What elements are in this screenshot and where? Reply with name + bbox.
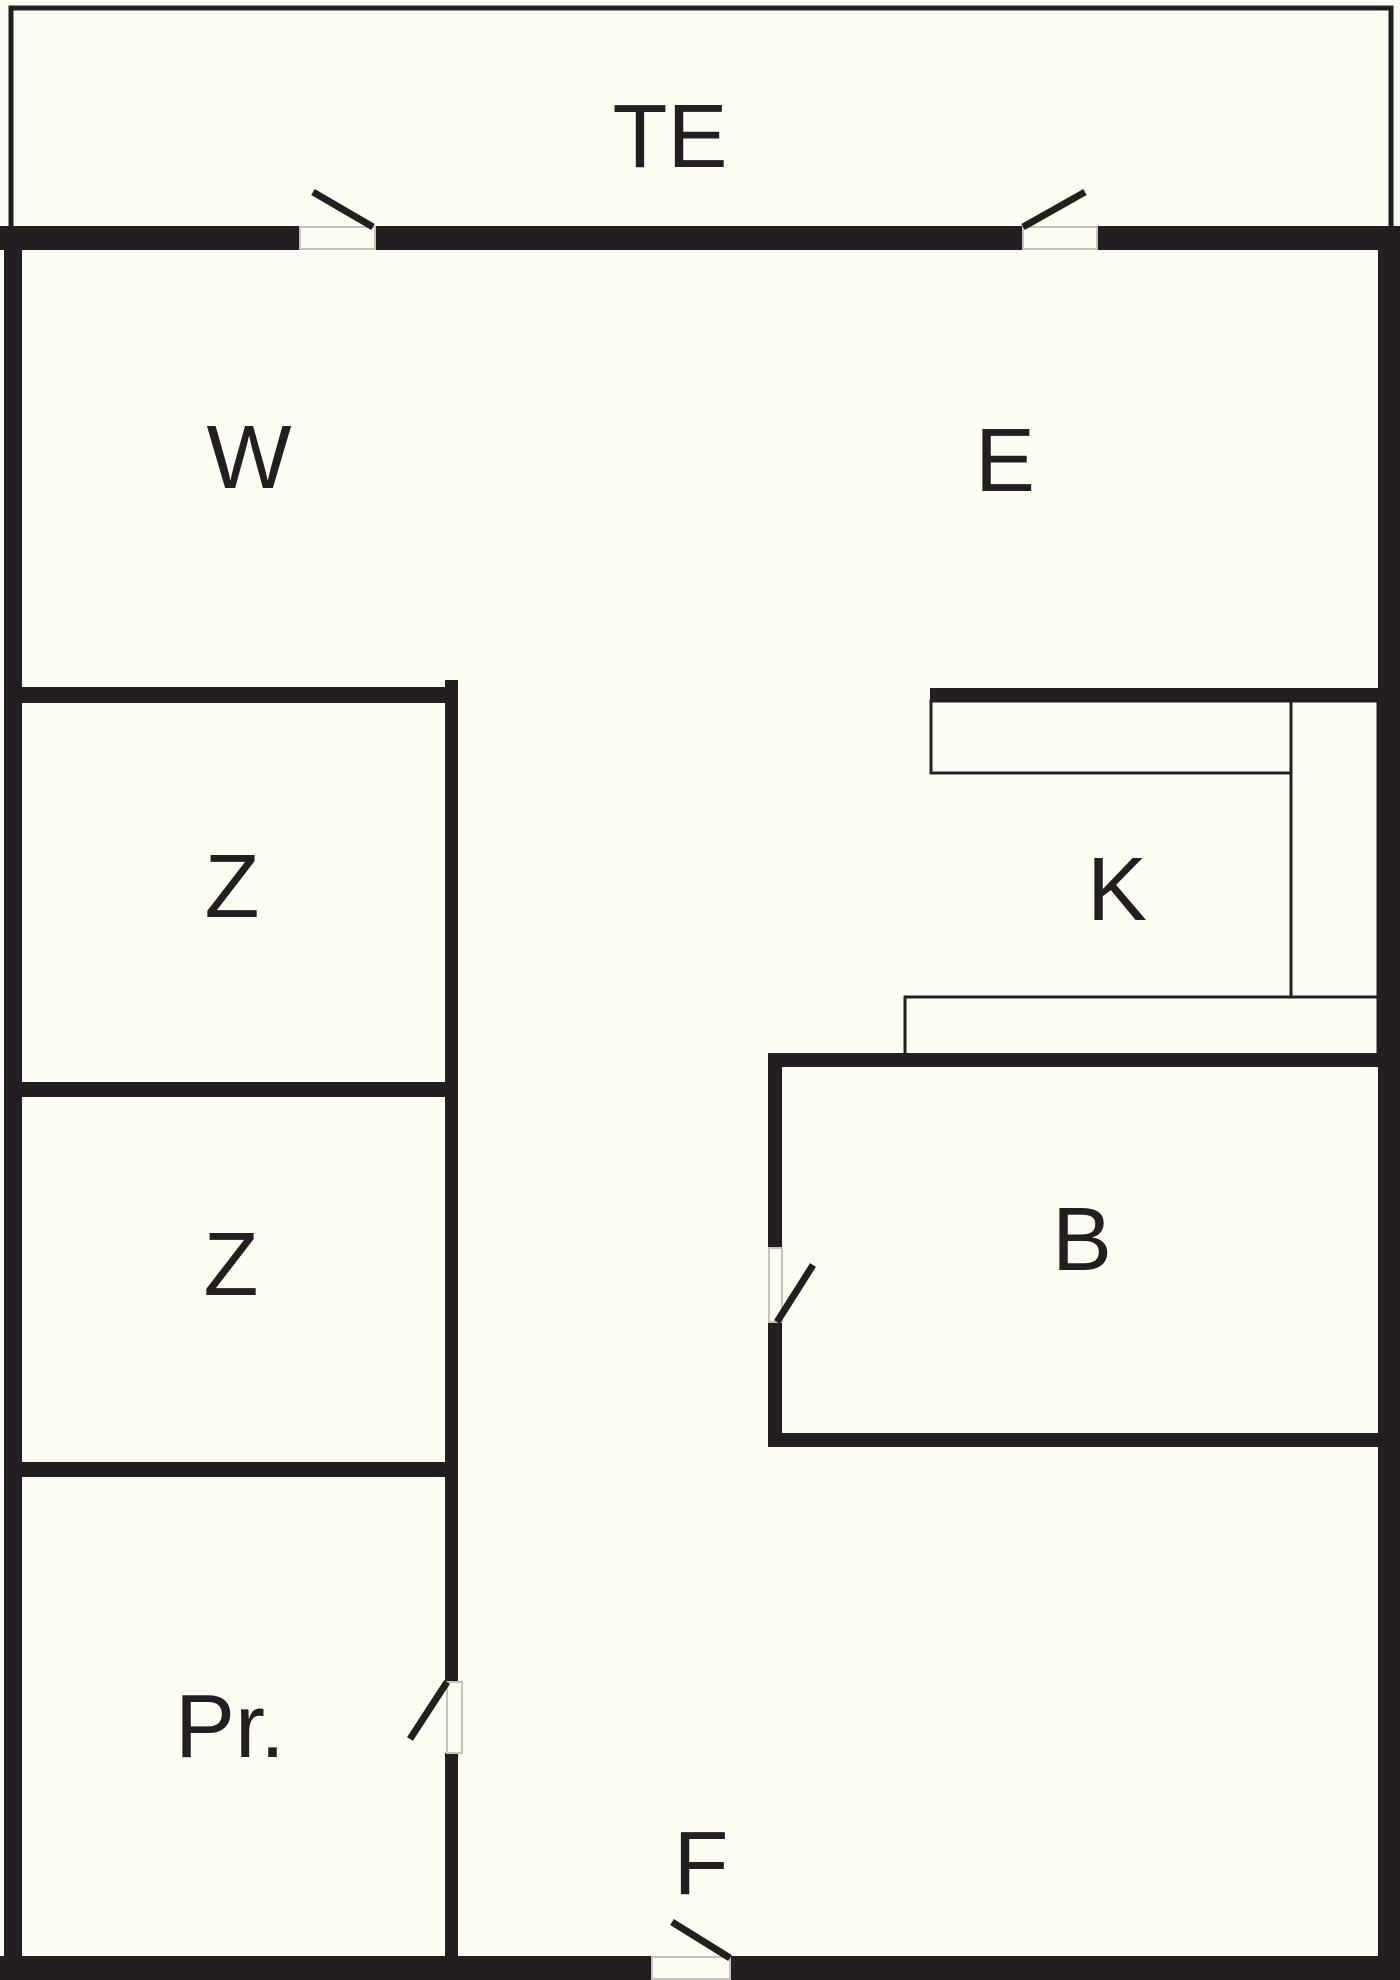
room-label-entrance: F — [673, 1814, 729, 1914]
b-room-door-leaf — [768, 1247, 783, 1323]
wall-bottom-right-segment — [730, 1956, 1400, 1980]
wall-top-right-segment — [1097, 226, 1400, 250]
wall-outer-right — [1378, 226, 1400, 1980]
room-label-kitchen: K — [1086, 840, 1148, 940]
terrace-right-door-swing — [1021, 188, 1087, 231]
wall-b-left-upper-segment — [768, 1053, 782, 1248]
b-room-door-swing — [774, 1263, 816, 1324]
room-label-pr: Pr. — [174, 1677, 286, 1777]
terrace-left-door-swing — [311, 188, 375, 231]
wall-hall-left-upper-segment — [445, 680, 458, 1682]
terrace-left-door-leaf — [299, 226, 376, 250]
room-label-e: E — [974, 411, 1036, 511]
kitchen-counter-top — [929, 699, 1293, 775]
wall-kitchen-top — [930, 688, 1400, 701]
wall-b-top — [768, 1053, 1400, 1067]
room-label-bathroom: B — [1051, 1190, 1113, 1290]
room-label-z1: Z — [204, 837, 260, 937]
entrance-door-leaf — [651, 1956, 731, 1980]
wall-hall-left-lower-segment — [445, 1753, 458, 1956]
wall-top-middle-segment — [375, 226, 1023, 250]
terrace-right-door-leaf — [1022, 226, 1098, 250]
room-label-terrace: TE — [612, 87, 728, 187]
pr-room-door-leaf — [446, 1681, 463, 1754]
kitchen-counter-bottom — [903, 995, 1380, 1058]
wall-z1-top — [4, 687, 458, 703]
wall-b-bottom — [768, 1433, 1400, 1447]
wall-bottom-left-segment — [0, 1956, 652, 1980]
room-label-z2: Z — [203, 1215, 259, 1315]
wall-outer-left — [4, 226, 22, 1980]
room-label-w: W — [206, 408, 292, 508]
pr-room-door-swing — [407, 1680, 450, 1741]
wall-top-left-segment — [0, 226, 300, 250]
kitchen-counter-right — [1289, 699, 1380, 999]
wall-z2-bottom — [4, 1462, 458, 1477]
entrance-door-swing — [670, 1919, 732, 1961]
wall-z1-z2-divider — [4, 1082, 458, 1097]
wall-b-left-lower-segment — [768, 1322, 782, 1447]
